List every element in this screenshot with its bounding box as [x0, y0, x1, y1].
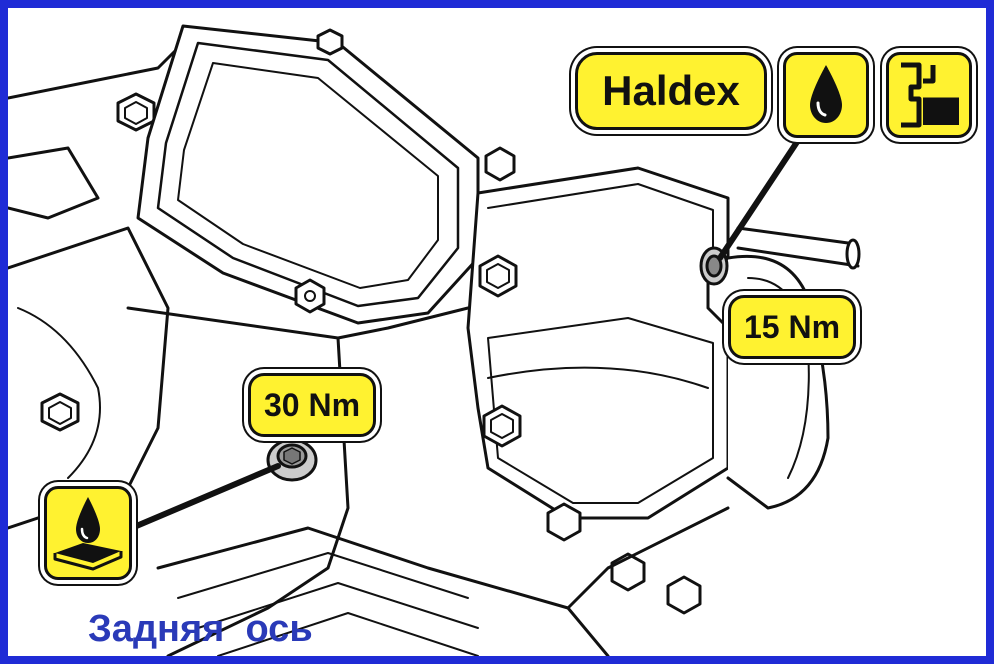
axle-line-drawing	[8, 8, 986, 656]
cover-bolt-top	[316, 28, 344, 56]
torque-label-filler-plug: 15 Nm	[728, 295, 856, 359]
block-bolt-lower	[482, 404, 522, 448]
block-bolt-upper	[478, 254, 518, 298]
oil-drop-icon	[783, 52, 869, 138]
bolt-mid-left	[40, 392, 80, 432]
sealant-drop-icon	[44, 486, 132, 580]
bolt-bottom-3	[666, 575, 702, 615]
bolt-bottom-1	[546, 502, 582, 542]
cover-bolt-bottom	[294, 278, 326, 314]
leader-line-filler	[717, 130, 806, 261]
bolt-top-left	[116, 92, 156, 132]
drain-plug	[266, 438, 318, 482]
leader-line-drain	[117, 463, 281, 536]
diagram-caption: Задняя ось	[88, 608, 313, 650]
torque-label-drain-plug: 30 Nm	[248, 373, 376, 437]
leader-lines	[117, 130, 806, 536]
haldex-label: Haldex	[575, 52, 767, 130]
oil-level-icon	[886, 52, 972, 138]
bolt-top-middle	[484, 146, 516, 182]
